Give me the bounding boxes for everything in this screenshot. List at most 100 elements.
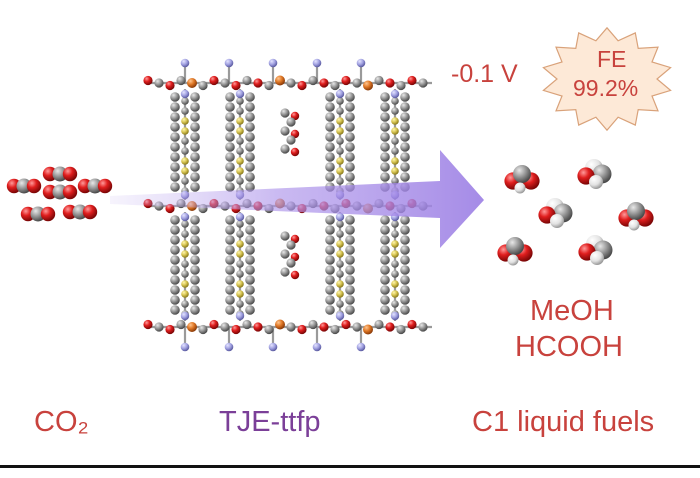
sulfur-atom [391,167,399,175]
carbon-atom [391,97,399,105]
nitrogen-atom [390,311,400,321]
sulfur-atom [236,167,244,175]
carbon-atom [336,230,344,238]
carbon-atom [236,300,244,308]
nitrogen-atom [335,212,345,222]
carbon-atom [336,147,344,155]
carbon-atom [325,122,335,132]
sulfur-atom [391,250,399,258]
sulfur-atom [391,290,399,298]
oxygen-atom [341,75,351,86]
carbon-atom [400,235,410,245]
carbon-atom [245,92,255,102]
carbon-atom [225,172,235,182]
carbon-atom [286,135,296,145]
sulfur-atom [181,117,189,125]
carbon-atom [181,137,189,145]
sulfur-atom [391,240,399,248]
carbon-atom [170,235,180,245]
carbon-atom [190,285,200,295]
carbon-atom [242,75,252,86]
carbon-atom [380,162,390,172]
carbon-atom [391,260,399,268]
carbon-atom [190,152,200,162]
carbon-atom [627,202,645,220]
carbon-atom [380,285,390,295]
fe-value: 99.2% [573,75,639,101]
carbon-atom [280,267,290,277]
oxygen-atom [209,319,219,330]
carbon-atom [280,126,290,136]
carbon-atom [190,275,200,285]
sulfur-atom [236,280,244,288]
carbon-atom [225,112,235,122]
oxygen-atom [165,80,175,91]
bottom-divider [0,465,700,468]
carbon-atom [190,112,200,122]
carbon-atom [264,324,274,335]
carbon-atom [225,265,235,275]
sulfur-atom [391,157,399,165]
oxygen-atom [82,204,98,220]
carbon-atom [345,305,355,315]
carbon-atom [391,137,399,145]
metal-atom [363,80,373,91]
oxygen-atom [62,166,78,182]
carbon-atom [190,255,200,265]
carbon-atom [400,285,410,295]
carbon-atom [170,245,180,255]
carbon-atom [391,300,399,308]
carbon-atom [396,80,406,91]
carbon-atom [325,132,335,142]
carbon-atom [220,322,230,332]
carbon-atom [325,285,335,295]
carbon-atom [391,220,399,228]
carbon-atom [198,80,208,91]
carbon-atom [245,275,255,285]
carbon-atom [190,235,200,245]
sulfur-atom [236,127,244,135]
carbon-atom [280,144,290,154]
carbon-atom [325,215,335,225]
carbon-atom [190,132,200,142]
carbon-atom [242,319,252,330]
reactant-label: CO₂ [34,406,89,438]
carbon-atom [391,107,399,115]
carbon-atom [345,102,355,112]
sulfur-atom [236,290,244,298]
carbon-atom [225,215,235,225]
carbon-atom [380,102,390,112]
carbon-atom [245,295,255,305]
carbon-atom [225,305,235,315]
co2-molecules [6,166,113,222]
carbon-atom [72,204,88,220]
carbon-atom [345,92,355,102]
sulfur-atom [336,127,344,135]
carbon-atom [345,132,355,142]
carbon-atom [236,147,244,155]
nitrogen-atom [180,212,190,222]
carbon-atom [176,319,186,330]
carbon-atom [380,255,390,265]
sulfur-atom [336,117,344,125]
carbon-atom [245,162,255,172]
product-methanol: MeOH [530,295,614,327]
carbon-atom [400,255,410,265]
carbon-atom [374,319,384,330]
carbon-atom [345,225,355,235]
carbon-atom [170,142,180,152]
carbon-atom [225,132,235,142]
sulfur-atom [336,157,344,165]
carbon-atom [336,270,344,278]
nitrogen-atom [390,89,400,99]
oxygen-atom [290,270,300,280]
carbon-atom [170,225,180,235]
carbon-atom [325,225,335,235]
carbon-atom [325,92,335,102]
hydrogen-atom [507,254,519,266]
carbon-atom [176,75,186,86]
oxygen-atom [40,206,56,222]
carbon-atom [325,255,335,265]
carbon-atom [336,107,344,115]
